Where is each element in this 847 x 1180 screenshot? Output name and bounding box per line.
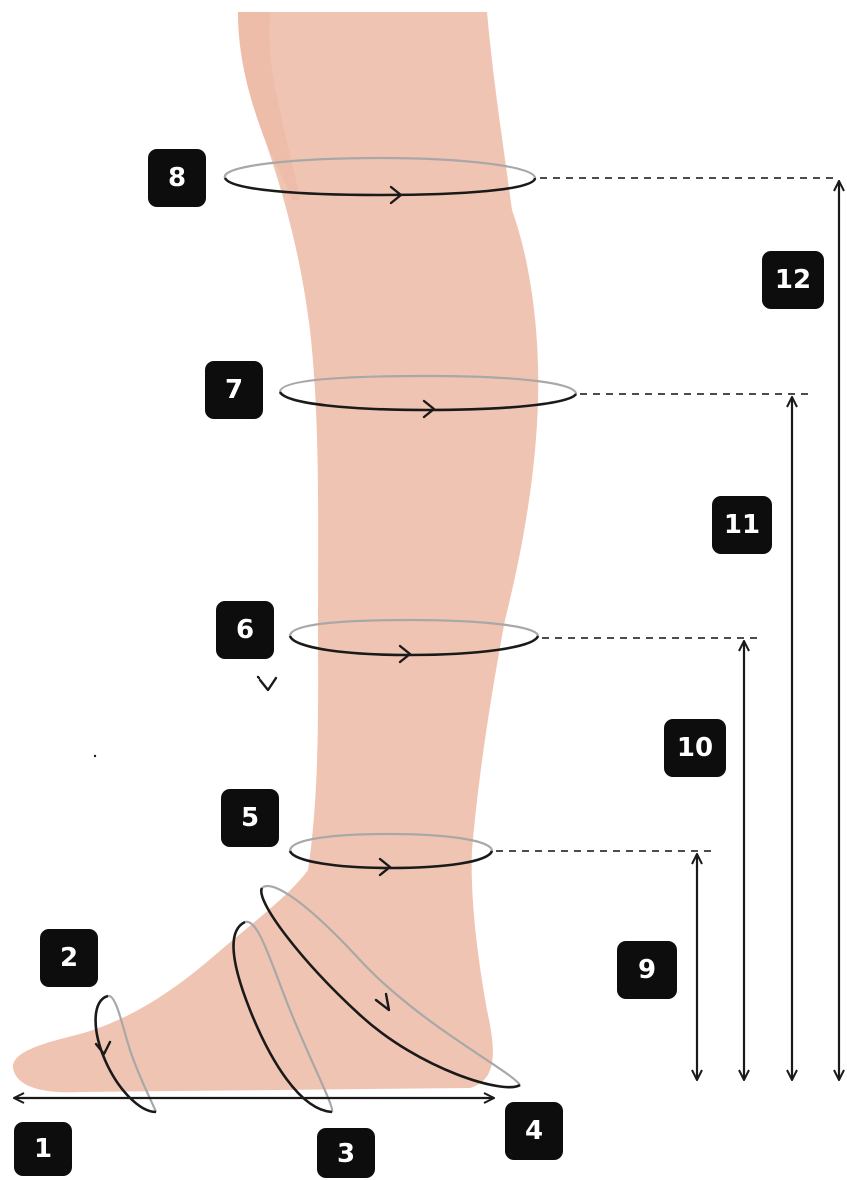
badge-3-label: 3 xyxy=(337,1139,355,1169)
badge-5-label: 5 xyxy=(241,803,259,833)
badge-9-label: 9 xyxy=(638,955,656,985)
badge-3: 3 xyxy=(317,1128,375,1178)
badge-10-label: 10 xyxy=(677,733,713,763)
badge-4-label: 4 xyxy=(525,1116,543,1146)
badge-7-label: 7 xyxy=(225,375,243,405)
badge-2: 2 xyxy=(40,929,98,987)
badge-2-label: 2 xyxy=(60,943,78,973)
badge-1-label: 1 xyxy=(34,1134,52,1164)
badge-10: 10 xyxy=(664,719,726,777)
badge-12: 12 xyxy=(762,251,824,309)
badge-8: 8 xyxy=(148,149,206,207)
badge-11-label: 11 xyxy=(724,510,760,540)
badge-9: 9 xyxy=(617,941,677,999)
badge-6-label: 6 xyxy=(236,615,254,645)
badge-12-label: 12 xyxy=(775,265,811,295)
badge-8-label: 8 xyxy=(168,163,186,193)
badge-11: 11 xyxy=(712,496,772,554)
badge-1: 1 xyxy=(14,1122,72,1176)
badge-6: 6 xyxy=(216,601,274,659)
badge-5: 5 xyxy=(221,789,279,847)
badge-7: 7 xyxy=(205,361,263,419)
badge-4: 4 xyxy=(505,1102,563,1160)
